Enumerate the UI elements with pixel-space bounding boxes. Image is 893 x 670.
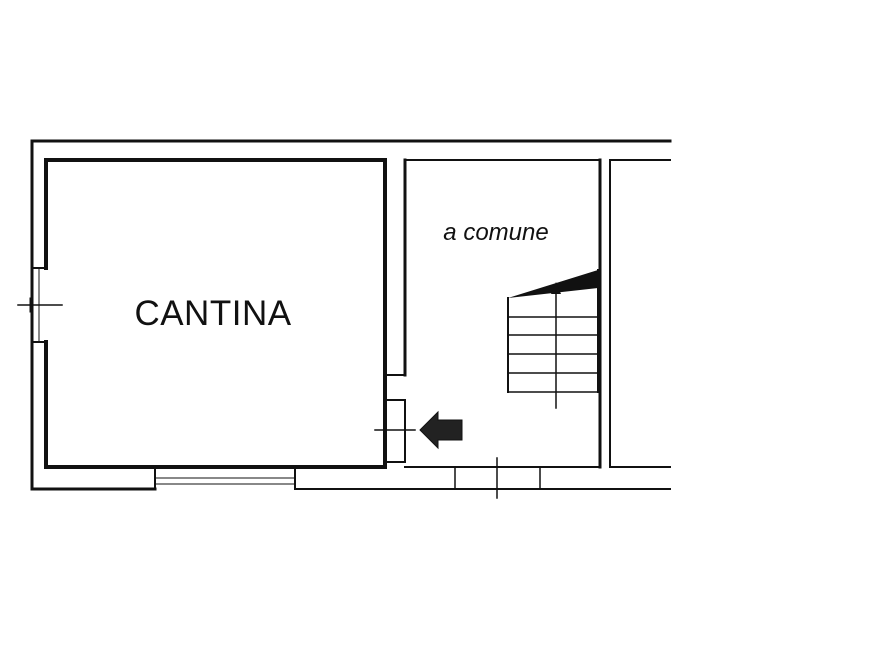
door — [374, 399, 416, 463]
window-left — [17, 297, 63, 313]
window-bottom — [154, 466, 296, 490]
common-area-walls — [384, 158, 671, 499]
staircase — [507, 269, 599, 409]
entrance-arrow-icon — [419, 410, 463, 450]
outer-walls — [30, 139, 672, 491]
room-label-common-area: a comune — [443, 219, 548, 246]
room-label-cantina: CANTINA — [134, 294, 291, 333]
